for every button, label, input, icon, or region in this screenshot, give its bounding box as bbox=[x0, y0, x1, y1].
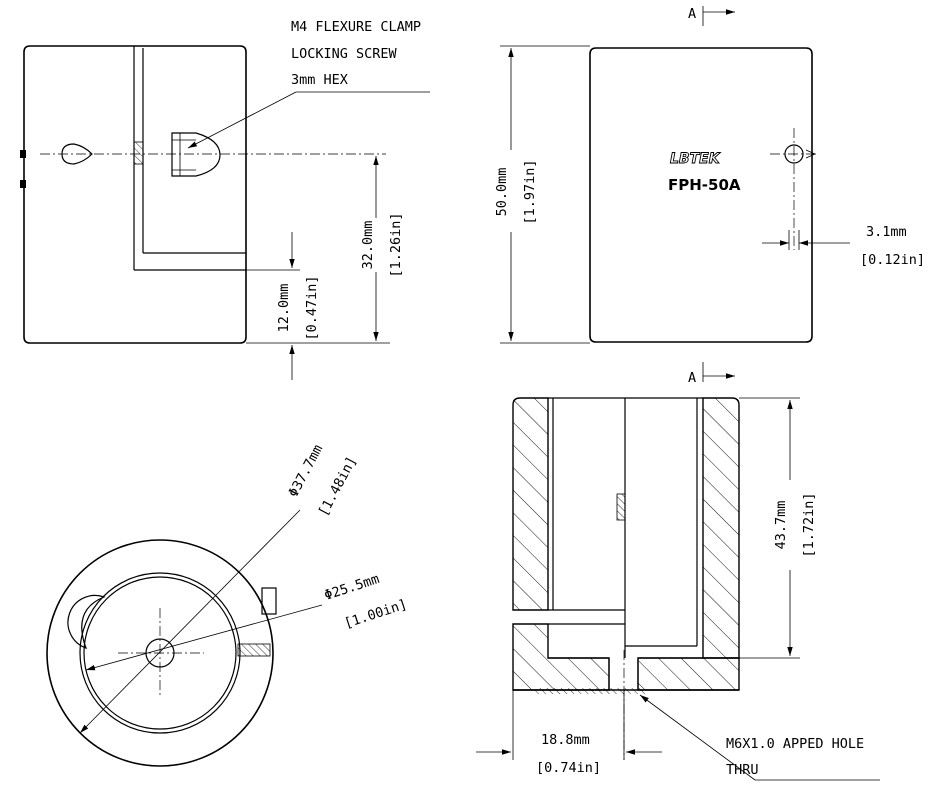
dim-43: 43.7mm [1.72in] bbox=[739, 397, 817, 659]
side-view bbox=[20, 45, 430, 344]
dim-dia25-mm: Φ25.5mm bbox=[322, 571, 381, 604]
section-a-bottom: A bbox=[688, 362, 735, 386]
dim-12-in: [0.47in] bbox=[304, 275, 320, 340]
note-tap-line1: M6X1.0 APPED HOLE bbox=[726, 736, 864, 752]
screw-head bbox=[171, 132, 221, 177]
note-screw-line3: 3mm HEX bbox=[291, 72, 348, 88]
dim-dia25-in-group: [1.00in] bbox=[342, 596, 409, 631]
dim-3: 3.1mm [0.12in] bbox=[762, 224, 925, 268]
dim-18-in: [0.74in] bbox=[536, 760, 601, 776]
tapped-hole-hatch bbox=[535, 688, 645, 694]
teardrop-hole bbox=[61, 143, 93, 165]
section-a-bottom-label: A bbox=[688, 370, 696, 386]
note-screw-line2: LOCKING SCREW bbox=[291, 46, 398, 62]
dim-12-mm: 12.0mm bbox=[276, 284, 292, 333]
end-view bbox=[46, 509, 323, 767]
dim-50: 50.0mm [1.97in] bbox=[494, 45, 590, 344]
section-thread-mark bbox=[616, 493, 626, 521]
note-screw-line1: M4 FLEXURE CLAMP bbox=[291, 19, 421, 35]
dim-18: 18.8mm [0.74in] bbox=[476, 690, 662, 776]
dim-12: 12.0mm [0.47in] bbox=[246, 232, 320, 380]
dim-43-mm: 43.7mm bbox=[773, 501, 789, 550]
dim-dia37-in: [1.48in] bbox=[315, 454, 360, 519]
section-a-top: A bbox=[688, 6, 735, 26]
flexure-thread-mark bbox=[133, 141, 144, 165]
dim-dia37: Φ37.7mm bbox=[285, 442, 326, 500]
dim-3-in: [0.12in] bbox=[860, 252, 925, 268]
dim-43-in: [1.72in] bbox=[801, 492, 817, 557]
end-view-thread-mark bbox=[237, 643, 271, 657]
dim-50-in: [1.97in] bbox=[522, 159, 538, 224]
dim-dia25: Φ25.5mm bbox=[322, 571, 381, 604]
dim-50-mm: 50.0mm bbox=[494, 168, 510, 217]
dim-dia37-in-group: [1.48in] bbox=[315, 454, 360, 519]
dim-32-in: [1.26in] bbox=[388, 212, 404, 277]
section-view bbox=[512, 397, 880, 781]
dim-dia25-in: [1.00in] bbox=[342, 596, 409, 631]
dim-3-mm: 3.1mm bbox=[866, 224, 907, 240]
dim-18-mm: 18.8mm bbox=[541, 732, 590, 748]
brand-logo: LBTEK bbox=[670, 151, 721, 167]
note-tap-line2: THRU bbox=[726, 762, 759, 778]
dim-32-mm: 32.0mm bbox=[360, 221, 376, 270]
section-a-top-label: A bbox=[688, 6, 696, 22]
model-number: FPH-50A bbox=[668, 176, 741, 194]
dim-32: 32.0mm [1.26in] bbox=[246, 156, 404, 344]
front-view: LBTEK FPH-50A bbox=[589, 47, 818, 343]
dim-dia37-mm: Φ37.7mm bbox=[285, 442, 326, 500]
